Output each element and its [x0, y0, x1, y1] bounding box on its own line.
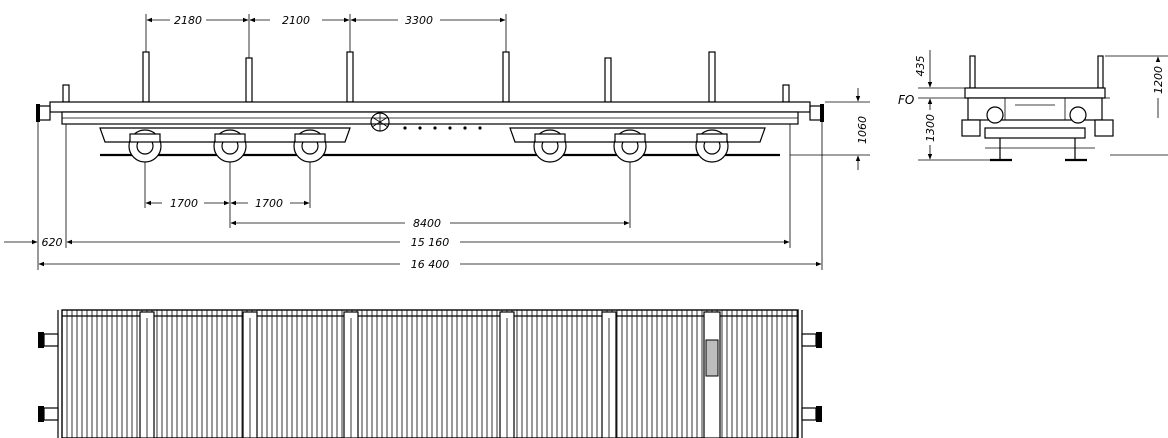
- floor-label-fo: FO: [898, 93, 914, 107]
- main-frame: [36, 101, 824, 132]
- bogie-right: [509, 127, 766, 163]
- platform-height-dimension: 1060: [790, 88, 870, 170]
- stake-spacing-dimensions: 2180 2100 3300: [145, 14, 507, 58]
- dim-1700-a: 1700: [170, 197, 198, 210]
- dim-3300: 3300: [405, 14, 433, 27]
- plan-buffers: [38, 332, 822, 422]
- axle-spacing-dimensions: 1700 1700 8400: [144, 162, 631, 230]
- dim-435: 435: [914, 56, 927, 77]
- end-view: 435 FO 1300 1200: [898, 50, 1168, 162]
- dim-15160: 15 160: [411, 236, 450, 249]
- dim-620: 620: [42, 236, 63, 249]
- dim-2100: 2100: [282, 14, 310, 27]
- dim-1200: 1200: [1152, 66, 1165, 94]
- stake-pockets: [139, 311, 721, 438]
- dim-1060: 1060: [856, 116, 869, 144]
- length-dimensions: 620 15 160 16 400: [4, 122, 823, 271]
- dim-1300: 1300: [924, 114, 937, 142]
- stakes: [62, 51, 790, 103]
- bogie-left: [99, 127, 351, 163]
- dim-16400: 16 400: [411, 258, 450, 271]
- deck-slats: [61, 309, 799, 438]
- side-view: 2180 2100 3300 1060 1700 1: [4, 14, 870, 271]
- plan-view: [38, 309, 822, 438]
- dim-2180: 2180: [174, 14, 202, 27]
- dim-1700-b: 1700: [255, 197, 283, 210]
- dim-8400: 8400: [413, 217, 441, 230]
